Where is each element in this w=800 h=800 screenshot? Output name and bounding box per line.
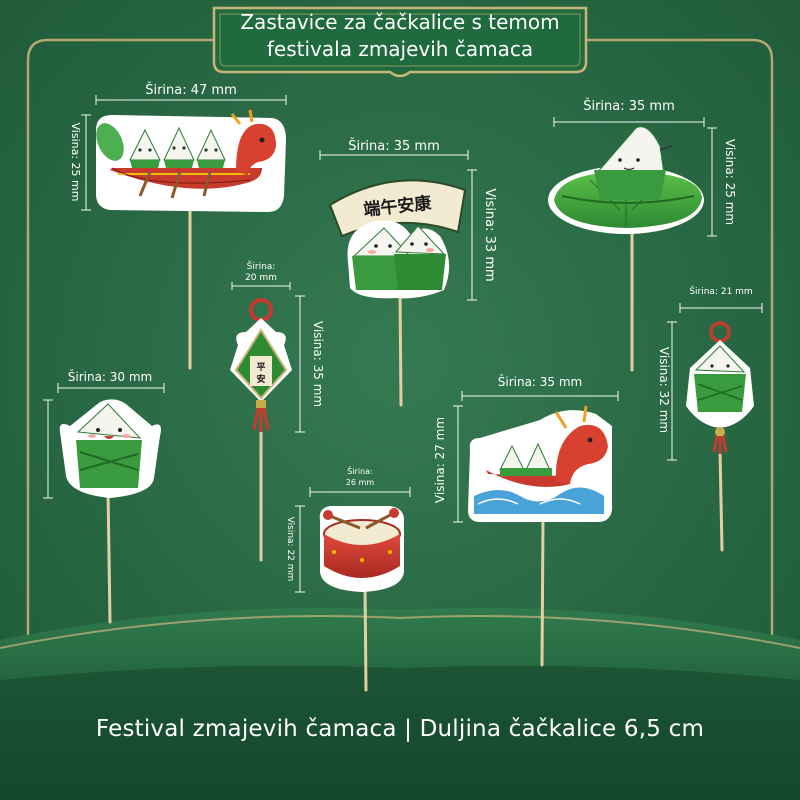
- page-title: Zastavice za čačkalice s temom festivala…: [214, 9, 586, 63]
- label-width-drum-1: Širina:: [347, 465, 372, 476]
- label-width-pendant-1: Širina:: [247, 260, 276, 272]
- topper-zongzi-hanging: [686, 321, 754, 454]
- title-line-1: Zastavice za čačkalice s temom: [240, 10, 560, 34]
- topper-zongzi-leaf: [548, 126, 704, 234]
- label-height-dragon-boat-waves: Visina: 27 mm: [433, 417, 447, 503]
- label-height-pendant: Visina: 35 mm: [311, 321, 325, 407]
- label-width-zongzi-hands: Širina: 30 mm: [68, 369, 153, 384]
- label-width-drum-2: 26 mm: [346, 478, 375, 487]
- topper-zongzi-hands: [59, 399, 161, 498]
- label-height-zongzi-fan: Visina: 33 mm: [482, 188, 497, 281]
- pendant-text-top: 平: [256, 362, 265, 373]
- topper-dragon-boat-waves: [468, 405, 612, 522]
- toothpicks: [106, 203, 724, 692]
- gold-frame: [26, 38, 774, 640]
- label-width-zongzi-leaf: Širina: 35 mm: [583, 98, 675, 114]
- dimension-lines: [43, 95, 763, 593]
- label-width-dragon-boat-large: Širina: 47 mm: [145, 82, 237, 98]
- topper-zongzi-fan: [328, 179, 467, 299]
- topper-pendant: [230, 298, 292, 432]
- topper-dragon-boat-large: [96, 109, 286, 212]
- bottom-wave-dark: [0, 665, 800, 800]
- label-width-dragon-boat-waves: Širina: 35 mm: [498, 374, 583, 389]
- pendant-text-bottom: 安: [256, 373, 265, 385]
- dimension-labels: Širina: 47 mm Visina: 25 mm Širina: 35 m…: [68, 82, 753, 581]
- label-width-zongzi-hanging: Širina: 21 mm: [689, 285, 752, 297]
- label-height-zongzi-leaf: Visina: 25 mm: [723, 139, 737, 225]
- topper-drum: [319, 506, 404, 592]
- title-line-2: festivala zmajevih čamaca: [266, 37, 534, 61]
- label-width-zongzi-fan: Širina: 35 mm: [348, 138, 440, 154]
- title-banner: [212, 6, 588, 78]
- label-height-zongzi-hanging: Visina: 32 mm: [657, 347, 671, 433]
- label-height-drum: Visina: 22 mm: [285, 517, 295, 582]
- bottom-wave-line: [0, 615, 800, 649]
- label-height-dragon-boat-large: Visina: 25 mm: [69, 123, 82, 202]
- label-width-pendant-2: 20 mm: [245, 273, 277, 283]
- footer-caption: Festival zmajevih čamaca | Duljina čačka…: [95, 716, 705, 742]
